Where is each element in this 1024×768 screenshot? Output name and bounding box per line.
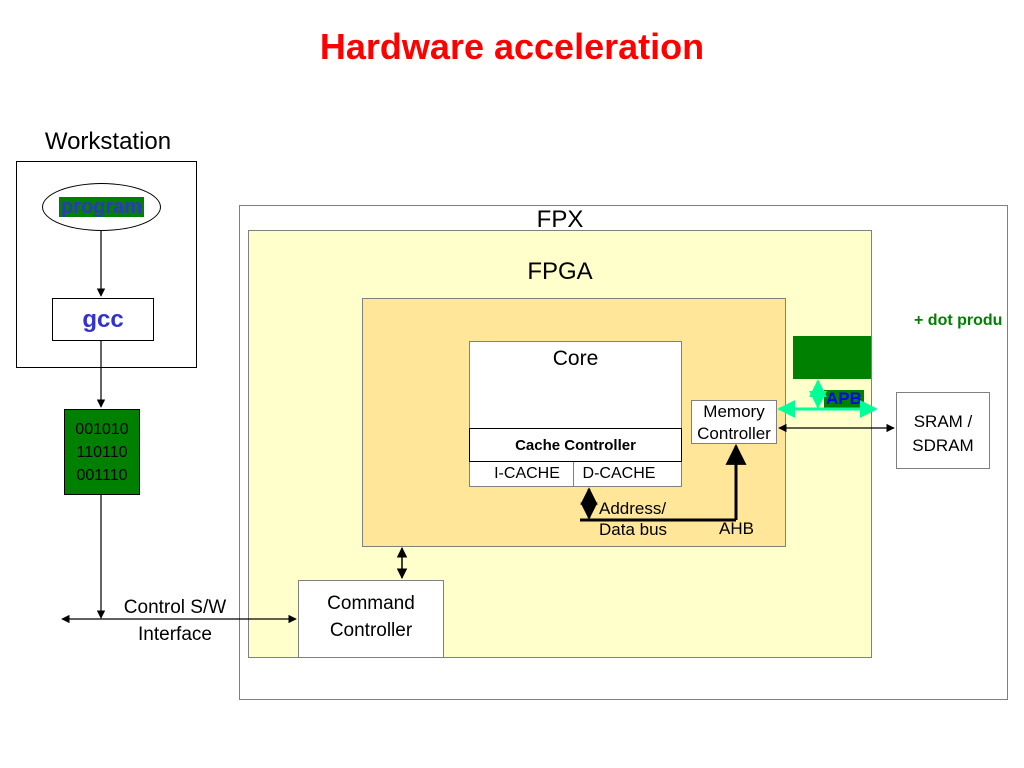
page-title: Hardware acceleration bbox=[319, 26, 705, 67]
control-interface-line-1: Control S/W bbox=[123, 597, 227, 618]
binary-line-3: 001110 bbox=[76, 467, 128, 484]
workstation-label: Workstation bbox=[44, 128, 172, 155]
cache-divider bbox=[573, 462, 574, 486]
program-node: program bbox=[42, 183, 161, 231]
sram-line-2: SDRAM bbox=[912, 436, 974, 455]
program-label: program bbox=[58, 196, 145, 218]
memory-controller-line-2: Controller bbox=[697, 424, 771, 443]
peripheral-block bbox=[793, 336, 871, 379]
address-bus-line-1: Address/ bbox=[599, 499, 667, 518]
sram-box: SRAM / SDRAM bbox=[896, 392, 990, 469]
core-label: Core bbox=[552, 347, 599, 370]
cache-controller: Cache Controller bbox=[469, 428, 682, 462]
binary-block: 001010 110110 001110 bbox=[64, 409, 140, 495]
fpga-label: FPGA bbox=[527, 258, 593, 285]
binary-line-2: 110110 bbox=[76, 444, 128, 461]
icache-label: I-CACHE bbox=[494, 465, 560, 482]
sram-line-1: SRAM / bbox=[913, 412, 973, 431]
core-box bbox=[469, 341, 682, 487]
address-bus-line-2: Data bus bbox=[599, 520, 668, 539]
address-bus-label: Address/ Data bus bbox=[599, 498, 667, 540]
command-controller-line-2: Controller bbox=[329, 620, 413, 641]
ahb-label: AHB bbox=[719, 519, 754, 538]
command-controller: Command Controller bbox=[298, 580, 444, 658]
workstation-box bbox=[16, 161, 197, 368]
memory-controller-line-1: Memory bbox=[703, 402, 765, 421]
control-interface-label: Control S/W Interface bbox=[100, 594, 250, 648]
dcache-label: D-CACHE bbox=[582, 465, 656, 482]
control-interface-line-2: Interface bbox=[138, 624, 212, 645]
gcc-box: gcc bbox=[52, 298, 154, 341]
memory-controller: Memory Controller bbox=[691, 400, 777, 444]
fpx-label: FPX bbox=[536, 206, 584, 233]
binary-line-1: 001010 bbox=[75, 421, 129, 438]
dot-product-note: + dot produ bbox=[914, 312, 1003, 329]
command-controller-line-1: Command bbox=[327, 593, 415, 614]
